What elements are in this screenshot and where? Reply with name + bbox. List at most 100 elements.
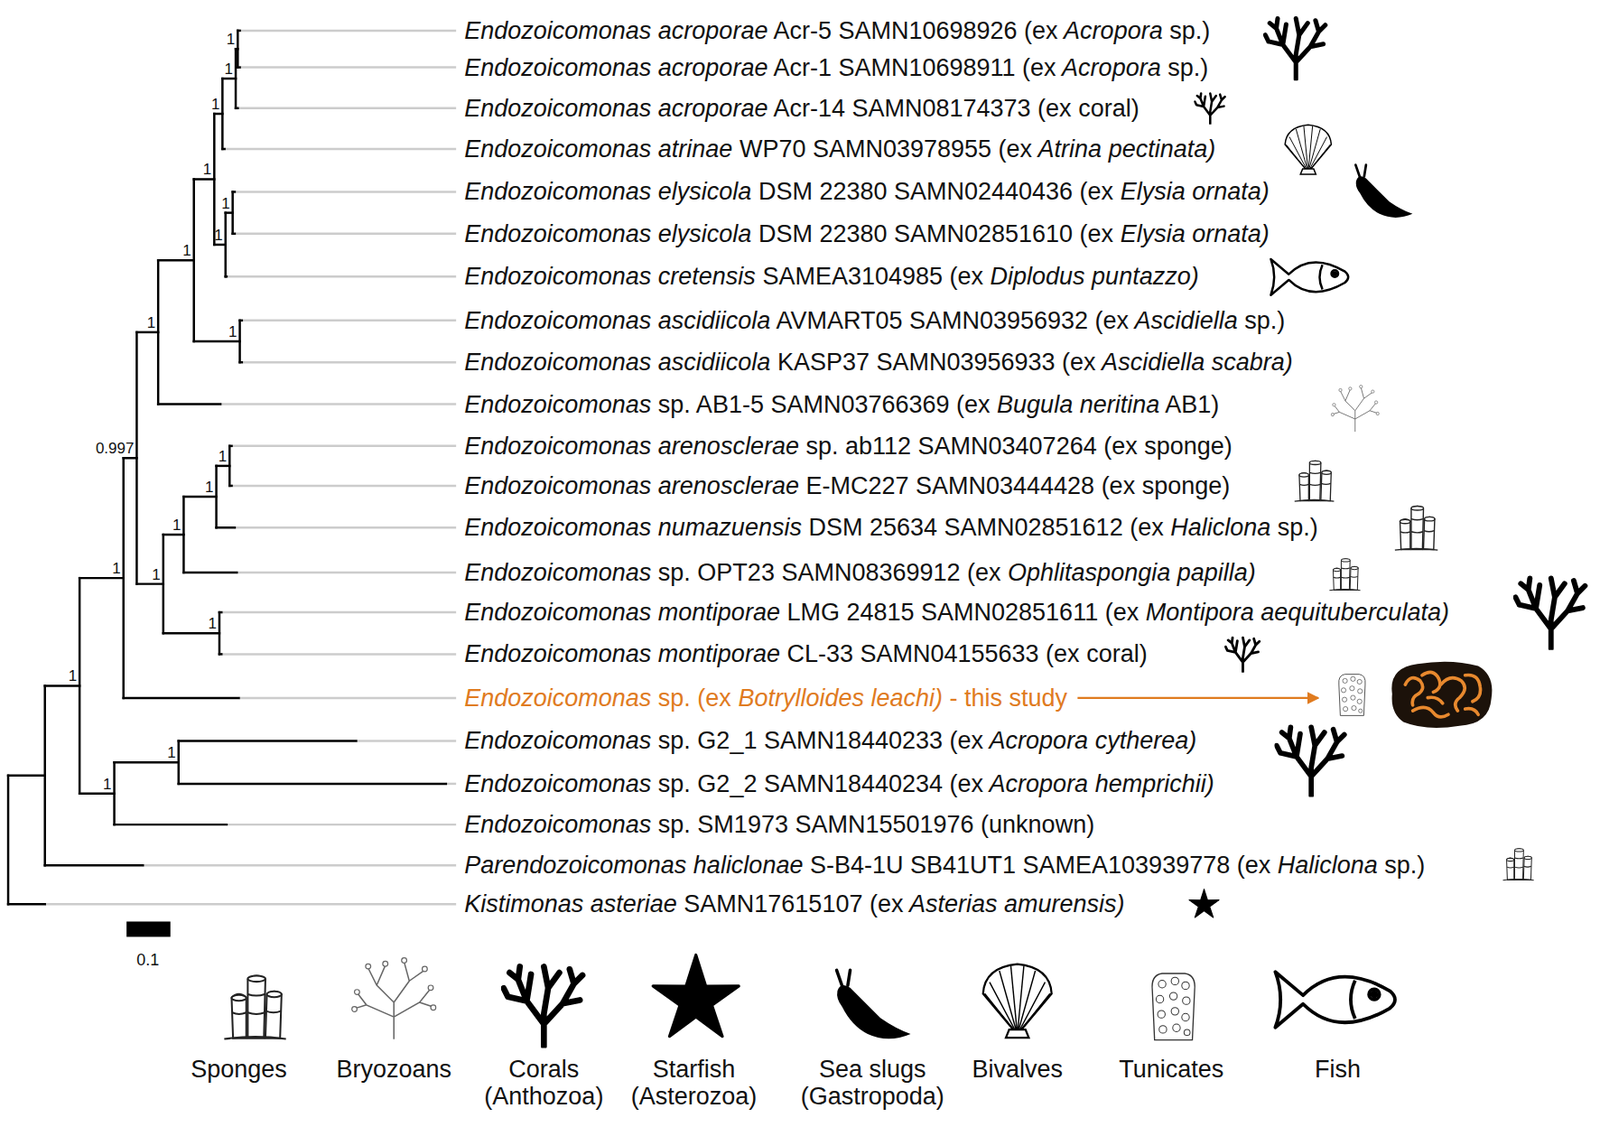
label-word: arenosclerae [651,432,800,460]
label-word: SM1973 [690,810,789,838]
label-word: Endozoicomonas [464,432,652,460]
label-word: this [958,684,1004,712]
tree-branch [177,740,180,783]
leaf-guide-line [237,107,456,110]
taxon-label: Endozoicomonas sp. OPT23 SAMN08369912 (e… [464,558,1256,587]
label-word: WP70 [732,135,806,163]
label-word: papilla) [1170,558,1256,587]
tree-branch [222,148,224,150]
leaf-guide-line [221,652,456,655]
tree-branch [78,577,81,794]
support-value: 1 [167,744,176,761]
support-value: 1 [182,242,191,259]
tree-branch [229,445,232,447]
taxon-label: Kistimonas asteriae SAMN17615107 (ex Ast… [464,889,1125,919]
scale-bar [126,920,171,937]
label-word: elysicola [651,177,752,205]
taxon-label: Parendozoicomonas haliclonae S-B4-1U SB4… [464,850,1425,880]
label-word: LMG [780,598,840,626]
support-value: 1 [172,517,181,533]
tree-branch [235,107,238,110]
label-word: scabra) [1204,348,1294,376]
branches [8,30,456,904]
label-word: hemprichii) [1088,770,1215,798]
taxon-label: Endozoicomonas elysicola DSM 22380 SAMN0… [464,219,1270,249]
leaf-guide-line [240,65,457,68]
label-word: Endozoicomonas [464,810,652,838]
label-word: Haliclona [1163,513,1272,541]
label-word: ornata) [1185,220,1270,248]
label-word: (ex [1097,432,1138,460]
tree-branch [213,112,223,115]
tree-branch [79,791,114,794]
leaf-guide-line [220,402,456,405]
label-word: (ex [1055,348,1097,376]
label-word: Asterias [902,890,997,918]
sponge-icon [1294,460,1335,502]
label-word: Bugula [990,390,1074,419]
leaf-guide-line [232,445,457,447]
label-word: Ascidiella [1128,306,1238,335]
tree-branch [237,29,240,32]
support-value: 1 [224,61,233,77]
tree-branch [234,48,237,109]
label-word: (ex [1094,472,1135,500]
label-word: sp. [651,770,691,798]
label-word: coral) [1071,94,1140,122]
tree-branch [232,190,235,193]
tree-branch [240,361,242,363]
support-value: 1 [211,96,220,112]
label-word: KASP37 [770,348,870,376]
label-word: Acropora [1058,17,1163,45]
label-word: SAMN02440436 [886,177,1073,205]
tree-branch [136,582,163,585]
tree-branch [114,761,179,763]
support-value: 0.997 [95,440,135,456]
taxon-label: Endozoicomonas sp. G2_1 SAMN18440233 (ex… [464,725,1197,755]
legend-label: Starfish (Asterozoa) [612,1056,775,1110]
label-word: Montipora [1138,598,1255,626]
label-word: S-B4-1U [802,851,903,879]
legend-coral-icon [503,966,583,1046]
leaf-guide-line [234,526,456,529]
leaf-guide-line [240,29,457,32]
label-word: Endozoicomonas [464,684,652,712]
label-word: DSM [751,177,813,205]
tree-figure [8,18,1585,1047]
label-word: (ex [949,390,991,419]
legend-label: Corals (Anthozoa) [462,1056,625,1110]
label-word: 22380 [812,177,888,205]
label-word: Elysia [1113,177,1186,205]
label-word: SAMN10698926 [831,17,1018,45]
tree-branch [79,576,124,579]
label-word: acroporae [651,94,768,122]
label-word: (ex [942,770,984,798]
tree-branch [8,902,46,905]
label-word: Ascidiella [1096,348,1206,376]
label-word: Botrylloides [731,684,865,712]
label-word: ab112 [837,432,912,460]
label-word: (ex [690,684,732,712]
support-value: 1 [151,567,160,583]
tree-branch [123,697,240,699]
label-word: 24815 [839,598,915,626]
taxon-label: Endozoicomonas atrinae WP70 SAMN03978955… [464,134,1216,164]
tree-branch [232,232,235,235]
label-word: sp.) [1377,851,1426,879]
label-word: Acr-14 [767,94,846,122]
tree-branch [238,320,241,363]
tree-branch [178,739,357,742]
label-word: Diplodus [983,262,1086,290]
label-word: SAMN03978955 [805,135,992,163]
label-word: Endozoicomonas [464,558,652,587]
label-word: G2_1 [690,726,758,754]
tree-branch [163,533,185,536]
taxon-label: Endozoicomonas sp. SM1973 SAMN15501976 (… [464,809,1095,839]
sponge-icon [1503,848,1535,881]
label-word: Endozoicomonas [464,390,652,419]
taxon-label: Endozoicomonas numazuensis DSM 25634 SAM… [464,512,1319,542]
leaf-guide-line [142,864,456,866]
label-word: Endozoicomonas [464,640,652,668]
label-word: (ex [862,890,903,918]
tree-branch [8,774,46,777]
